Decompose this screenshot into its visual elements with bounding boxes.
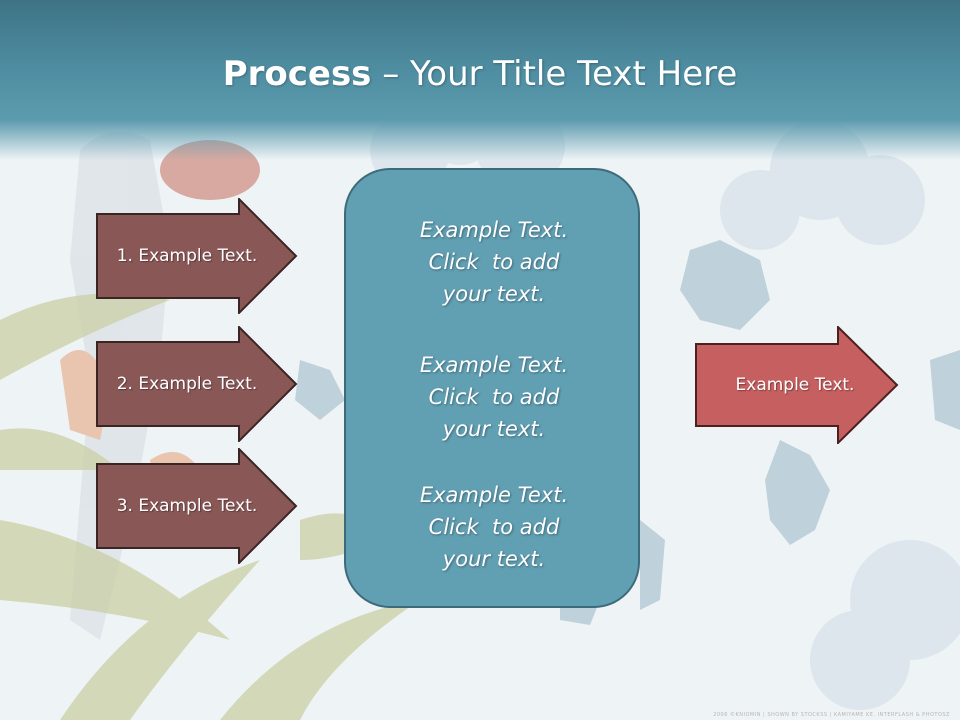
paragraph-line: your text. (442, 417, 546, 441)
paragraph-line: your text. (442, 282, 546, 306)
paragraph-line: Click to add (428, 250, 560, 274)
arrow-label: Example Text. (735, 375, 855, 395)
center-paragraph-2[interactable]: Example Text. Click to add your text. (346, 349, 642, 445)
paragraph-line: Example Text. (419, 353, 569, 377)
paragraph-line: Click to add (428, 515, 560, 539)
arrow-label: 2. Example Text. (116, 374, 258, 394)
paragraph-line: Example Text. (419, 218, 569, 242)
title-bold: Process (222, 54, 372, 94)
arrow-label: 3. Example Text. (116, 496, 258, 516)
center-paragraph-1[interactable]: Example Text. Click to add your text. (346, 214, 642, 310)
title-band (0, 0, 960, 160)
copyright-footer: 2006 ©KNIOMIN | SHOWN BY STOCKSS | KAMIY… (713, 712, 950, 718)
process-arrow-1[interactable]: 1. Example Text. (96, 198, 298, 314)
arrow-shape (96, 326, 298, 442)
slide-title[interactable]: Process – Your Title Text Here (0, 52, 960, 96)
result-arrow[interactable]: Example Text. (695, 326, 899, 444)
arrow-shape (96, 448, 298, 564)
paragraph-line: Click to add (428, 385, 560, 409)
arrow-shape (695, 326, 899, 444)
arrow-label: 1. Example Text. (116, 246, 258, 266)
process-arrow-2[interactable]: 2. Example Text. (96, 326, 298, 442)
arrow-shape (96, 198, 298, 314)
process-arrow-3[interactable]: 3. Example Text. (96, 448, 298, 564)
paragraph-line: your text. (442, 547, 546, 571)
center-content-box[interactable]: Example Text. Click to add your text. Ex… (344, 168, 640, 608)
center-paragraph-3[interactable]: Example Text. Click to add your text. (346, 479, 642, 575)
paragraph-line: Example Text. (419, 483, 569, 507)
title-rest: – Your Title Text Here (371, 54, 738, 94)
